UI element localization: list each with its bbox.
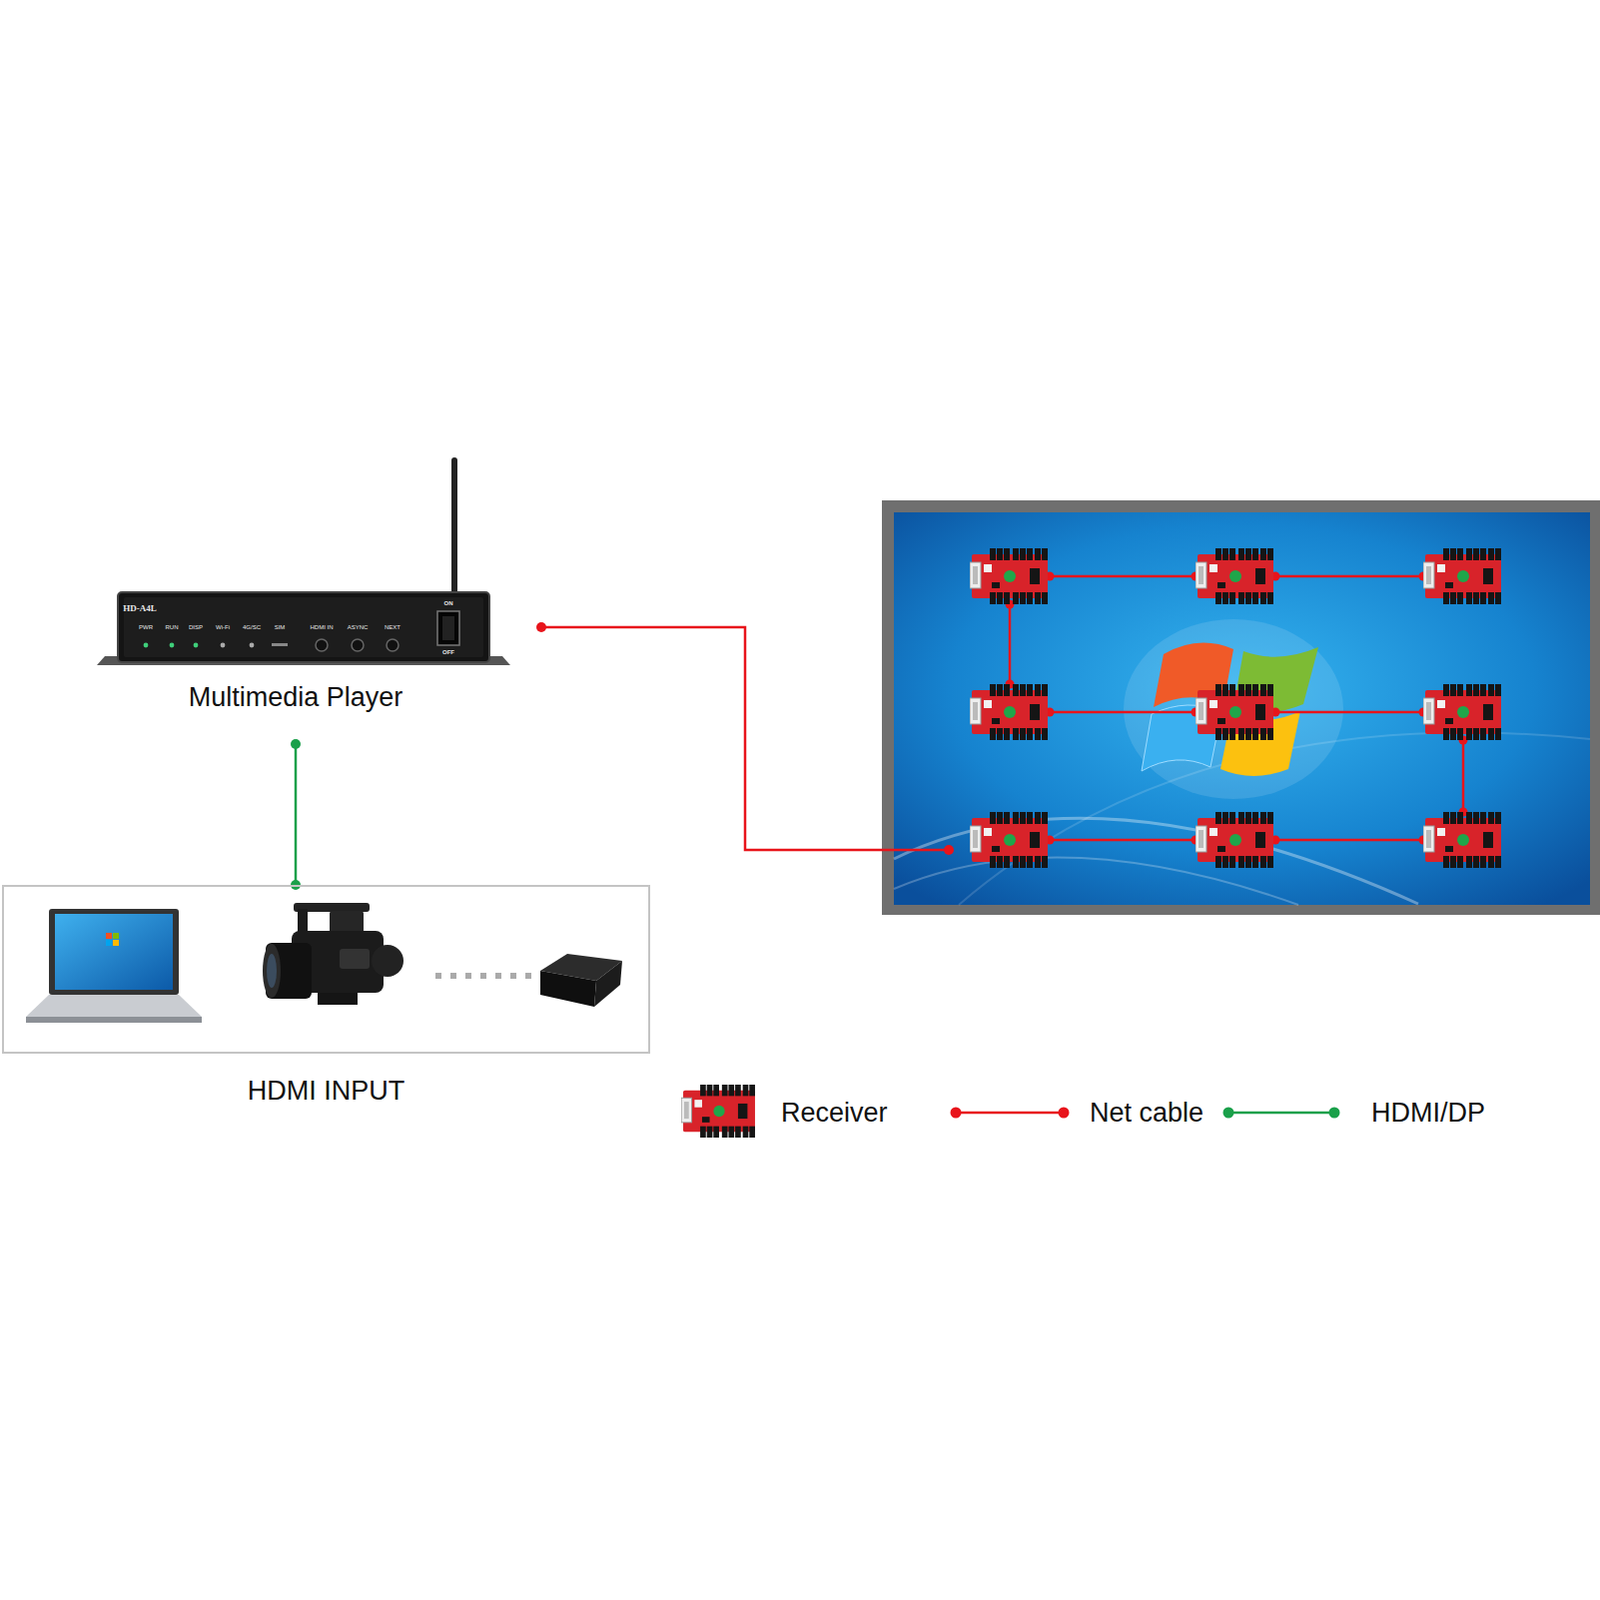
- net-cable: [541, 576, 1464, 850]
- more-sources-dots: [435, 972, 532, 979]
- media-box: [540, 953, 623, 1007]
- power-switch-rocker: [442, 616, 455, 641]
- legend-text: Net cable: [1089, 1096, 1204, 1129]
- panel-label: ASYNC: [347, 624, 369, 631]
- node-label: Multimedia Player: [79, 681, 512, 714]
- panel-label: HD-A4L: [122, 604, 157, 614]
- player-leds: [143, 639, 399, 652]
- legend-line-sample: [1228, 1111, 1335, 1115]
- screen-display: [893, 512, 1591, 905]
- laptop: [25, 908, 202, 1023]
- legend-line-dot: [1223, 1107, 1235, 1119]
- legend-text: HDMI/DP: [1371, 1096, 1486, 1129]
- panel-label: Wi-Fi: [215, 624, 230, 631]
- legend-line-dot: [1058, 1107, 1070, 1119]
- receiver-cards: [969, 548, 1502, 868]
- panel-label: NEXT: [384, 624, 401, 631]
- input-frame: [1, 884, 651, 1054]
- panel-label: 4G/SC: [242, 624, 261, 631]
- power-switch: [437, 611, 460, 646]
- hdmi-connector: [294, 744, 298, 885]
- legend-line-sample: [955, 1111, 1064, 1115]
- node-label-group: Multimedia Player: [79, 681, 512, 714]
- legend-line-dot: [950, 1107, 962, 1119]
- player-panel: [123, 597, 484, 658]
- screen-frame: [881, 500, 1600, 915]
- panel-label: OFF: [442, 649, 455, 656]
- camcorder: [262, 902, 404, 1005]
- windows-logo: [1123, 619, 1344, 800]
- legend-text: Receiver: [781, 1096, 888, 1129]
- node-label-group: HDMI INPUT: [1, 1074, 651, 1107]
- input-sources-box: HDMI INPUT: [1, 884, 651, 1110]
- panel-label: HDMI IN: [310, 624, 334, 631]
- legend-receiver-sample: [681, 1084, 756, 1138]
- panel-label: SIM: [274, 624, 286, 631]
- player-body: [117, 592, 490, 663]
- legend-line-dot: [1329, 1107, 1341, 1119]
- antenna: [451, 457, 458, 600]
- node-label: HDMI INPUT: [1, 1074, 651, 1107]
- panel-label: PWR: [138, 624, 153, 631]
- connector-dot: [290, 739, 301, 750]
- panel-label: ON: [444, 600, 454, 607]
- panel-label: DISP: [188, 624, 203, 631]
- device-node: Multimedia Player: [79, 454, 512, 745]
- panel-label: RUN: [165, 624, 179, 631]
